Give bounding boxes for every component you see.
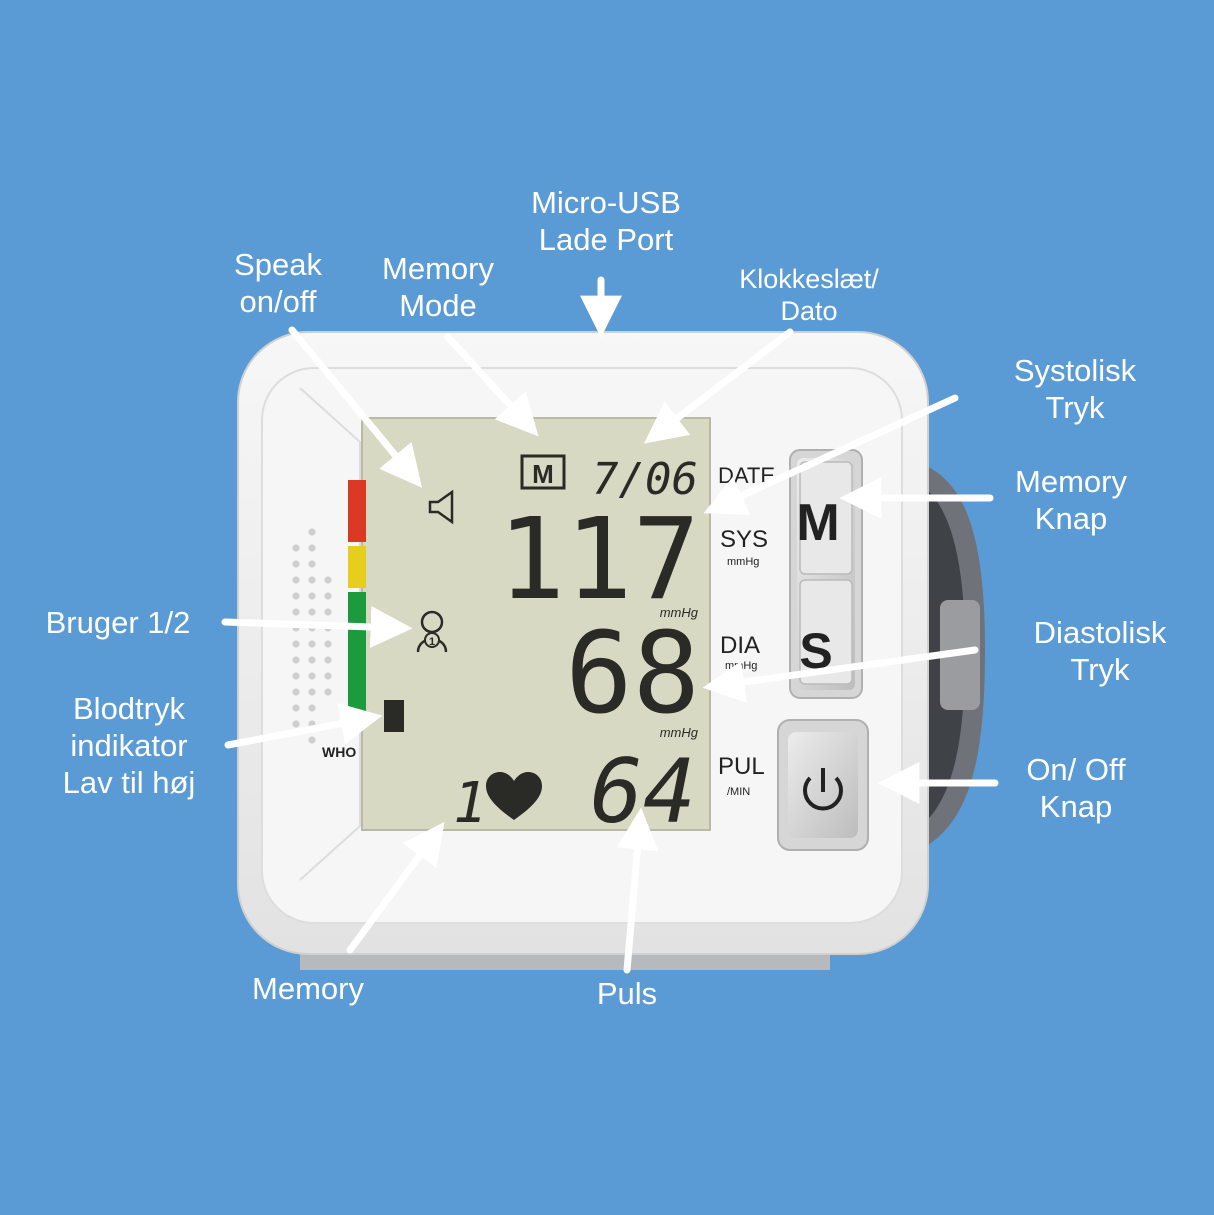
power-button[interactable] xyxy=(777,719,869,851)
sys-value: 117 xyxy=(498,495,700,625)
speaker-hole xyxy=(308,688,316,696)
label-memory-mode: Memory Mode xyxy=(382,251,494,323)
arrow-speak xyxy=(288,326,423,488)
speaker-hole xyxy=(308,608,316,616)
speaker-hole xyxy=(308,544,316,552)
heart-icon xyxy=(486,772,542,820)
speaker-hole xyxy=(308,528,316,536)
memory-number: 1 xyxy=(453,771,487,836)
speaker-icon xyxy=(428,489,454,525)
speaker-hole xyxy=(324,672,332,680)
speaker-hole xyxy=(324,608,332,616)
label-on-off: On/ Off Knap xyxy=(1026,752,1126,824)
speaker-hole xyxy=(292,656,300,664)
speaker-hole xyxy=(308,656,316,664)
arrow-clock-date xyxy=(643,328,794,444)
speaker-hole xyxy=(308,592,316,600)
pul-label: PUL xyxy=(718,753,765,780)
speaker-hole xyxy=(292,704,300,712)
arrow-user xyxy=(221,606,413,648)
label-diastolic: Diastolisk Tryk xyxy=(1033,615,1167,687)
dia-value: 68 xyxy=(565,609,700,739)
pul-value: 64 xyxy=(590,740,696,843)
dia-unit: mmHg xyxy=(725,660,757,672)
speaker-hole xyxy=(292,672,300,680)
speaker-hole xyxy=(308,560,316,568)
speaker-hole xyxy=(292,688,300,696)
arrow-diastolic xyxy=(702,646,979,703)
speaker-hole xyxy=(292,720,300,728)
memory-mode-letter: M xyxy=(532,459,554,489)
power-icon xyxy=(803,768,843,811)
label-micro-usb: Micro-USB Lade Port xyxy=(531,185,681,257)
arrow-memory-mode xyxy=(444,333,539,437)
bp-level-marker xyxy=(384,700,404,732)
label-speak: Speak on/off xyxy=(234,247,322,319)
speaker-hole xyxy=(324,656,332,664)
label-bp-indicator: Blodtryk indikator Lav til høj xyxy=(62,691,196,800)
label-pulse: Puls xyxy=(596,976,658,1011)
speaker-hole xyxy=(292,576,300,584)
speaker-hole xyxy=(308,672,316,680)
speaker-hole xyxy=(308,640,316,648)
speaker-hole xyxy=(324,576,332,584)
speaker-hole xyxy=(292,640,300,648)
user-number: 1 xyxy=(429,636,435,648)
sys-label: SYS xyxy=(720,526,768,553)
pul-small-unit: mmHg xyxy=(660,725,699,740)
label-systolic: Systolisk Tryk xyxy=(1013,353,1137,425)
speaker-hole xyxy=(292,560,300,568)
memory-button[interactable]: M xyxy=(796,461,853,575)
speaker-hole xyxy=(308,576,316,584)
bp-indicator-bar xyxy=(348,480,366,720)
memory-button-label: M xyxy=(796,494,839,552)
callout-arrows xyxy=(221,276,999,974)
dia-label: DIA xyxy=(720,632,760,659)
speaker-hole xyxy=(308,704,316,712)
speaker-hole xyxy=(292,608,300,616)
memory-mode-symbol: M xyxy=(520,454,566,490)
arrow-memory xyxy=(346,821,445,954)
dia-small-unit: mmHg xyxy=(660,605,699,620)
label-clock-date: Klokkeslæt/ Dato xyxy=(739,264,879,326)
speaker-hole xyxy=(324,592,332,600)
speaker-hole xyxy=(324,640,332,648)
label-user: Bruger 1/2 xyxy=(45,605,191,640)
arrow-systolic xyxy=(703,394,959,515)
arrow-pulse xyxy=(616,807,659,974)
arrow-bp-indicator xyxy=(224,702,383,749)
speaker-hole xyxy=(308,736,316,744)
label-memory-button: Memory Knap xyxy=(1015,464,1127,536)
user-icon xyxy=(416,610,448,653)
speaker-hole xyxy=(324,688,332,696)
who-label: WHO xyxy=(322,744,356,760)
label-memory: Memory xyxy=(252,971,364,1006)
date-value: 7/06 xyxy=(592,454,698,505)
speaker-hole xyxy=(292,544,300,552)
speaker-hole xyxy=(292,592,300,600)
pul-unit: /MIN xyxy=(727,786,750,798)
sys-unit: mmHg xyxy=(727,556,759,568)
set-button[interactable]: S xyxy=(799,579,853,685)
